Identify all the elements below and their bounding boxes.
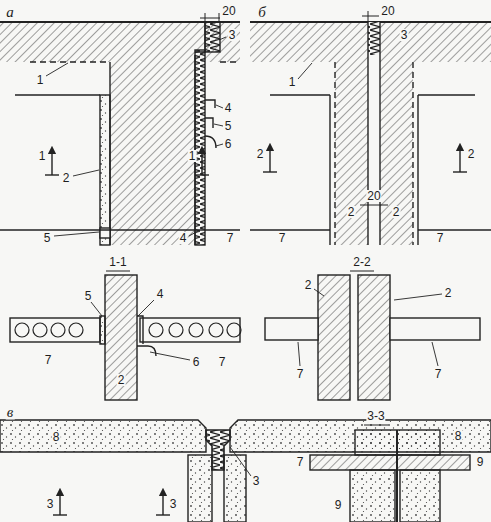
leader-lines [46, 37, 442, 476]
callout-number: 3 [400, 29, 409, 41]
callout-number: 7 [434, 368, 443, 380]
panel-letter: а [5, 5, 15, 20]
callout-number: 7 [218, 356, 227, 368]
callout-number: 4 [224, 102, 233, 114]
callout-number: 8 [454, 430, 463, 442]
callout-number: 4 [156, 288, 165, 300]
callout-number: 6 [224, 138, 233, 150]
joint-c [0, 420, 491, 522]
callout-number: 2 [347, 206, 356, 218]
callout-number: 7 [278, 232, 287, 244]
elevation-b [250, 11, 491, 245]
section-3-3 [310, 425, 470, 522]
slab-core [189, 323, 203, 337]
callout-number: 9 [334, 499, 343, 511]
callout-number: 3 [252, 475, 261, 487]
callout-number: 5 [224, 120, 233, 132]
callout-number: 6 [192, 356, 201, 368]
callout-number: 2 [392, 206, 401, 218]
slab-core [149, 323, 163, 337]
slab-core [227, 323, 241, 337]
slab-core [33, 323, 47, 337]
callout-number: 7 [296, 456, 305, 468]
callout-number: 1 [36, 74, 45, 86]
section-title: 1-1 [108, 256, 127, 268]
callout-number: 7 [296, 368, 305, 380]
callout-number: 8 [52, 431, 61, 443]
callout-number: 3 [228, 29, 237, 41]
callout-number: 20 [366, 190, 381, 202]
callout-number: 7 [44, 354, 53, 366]
callout-number: 3 [46, 498, 55, 510]
callout-number: 5 [84, 290, 93, 302]
callout-number: 5 [43, 232, 52, 244]
section-title: 3-3 [366, 410, 385, 422]
callout-number: 20 [380, 5, 395, 17]
callout-number: 1 [38, 150, 47, 162]
section-title: 2-2 [352, 256, 371, 268]
callout-number: 2 [62, 172, 71, 184]
panel-letter: в [6, 405, 15, 420]
callout-number: 1 [188, 150, 197, 162]
callout-number: 1 [288, 76, 297, 88]
callout-number: 3 [169, 498, 178, 510]
slab-core [51, 323, 65, 337]
section-2-2 [265, 271, 480, 400]
callout-number: 7 [226, 232, 235, 244]
callout-number: 2 [467, 148, 476, 160]
callout-number: 20 [221, 5, 236, 17]
callout-number: 2 [256, 148, 265, 160]
callout-number: 7 [436, 232, 445, 244]
callout-number: 9 [476, 456, 485, 468]
slab-core [15, 323, 29, 337]
callout-number: 2 [117, 374, 126, 386]
callout-number: 2 [304, 279, 313, 291]
callout-number: 4 [179, 232, 188, 244]
callout-number: 2 [444, 287, 453, 299]
section-1-1 [10, 271, 241, 400]
slab-core [169, 323, 183, 337]
slab-core [209, 323, 223, 337]
panel-letter: б [257, 5, 267, 20]
elevation-a [0, 13, 240, 245]
slab-core [69, 323, 83, 337]
